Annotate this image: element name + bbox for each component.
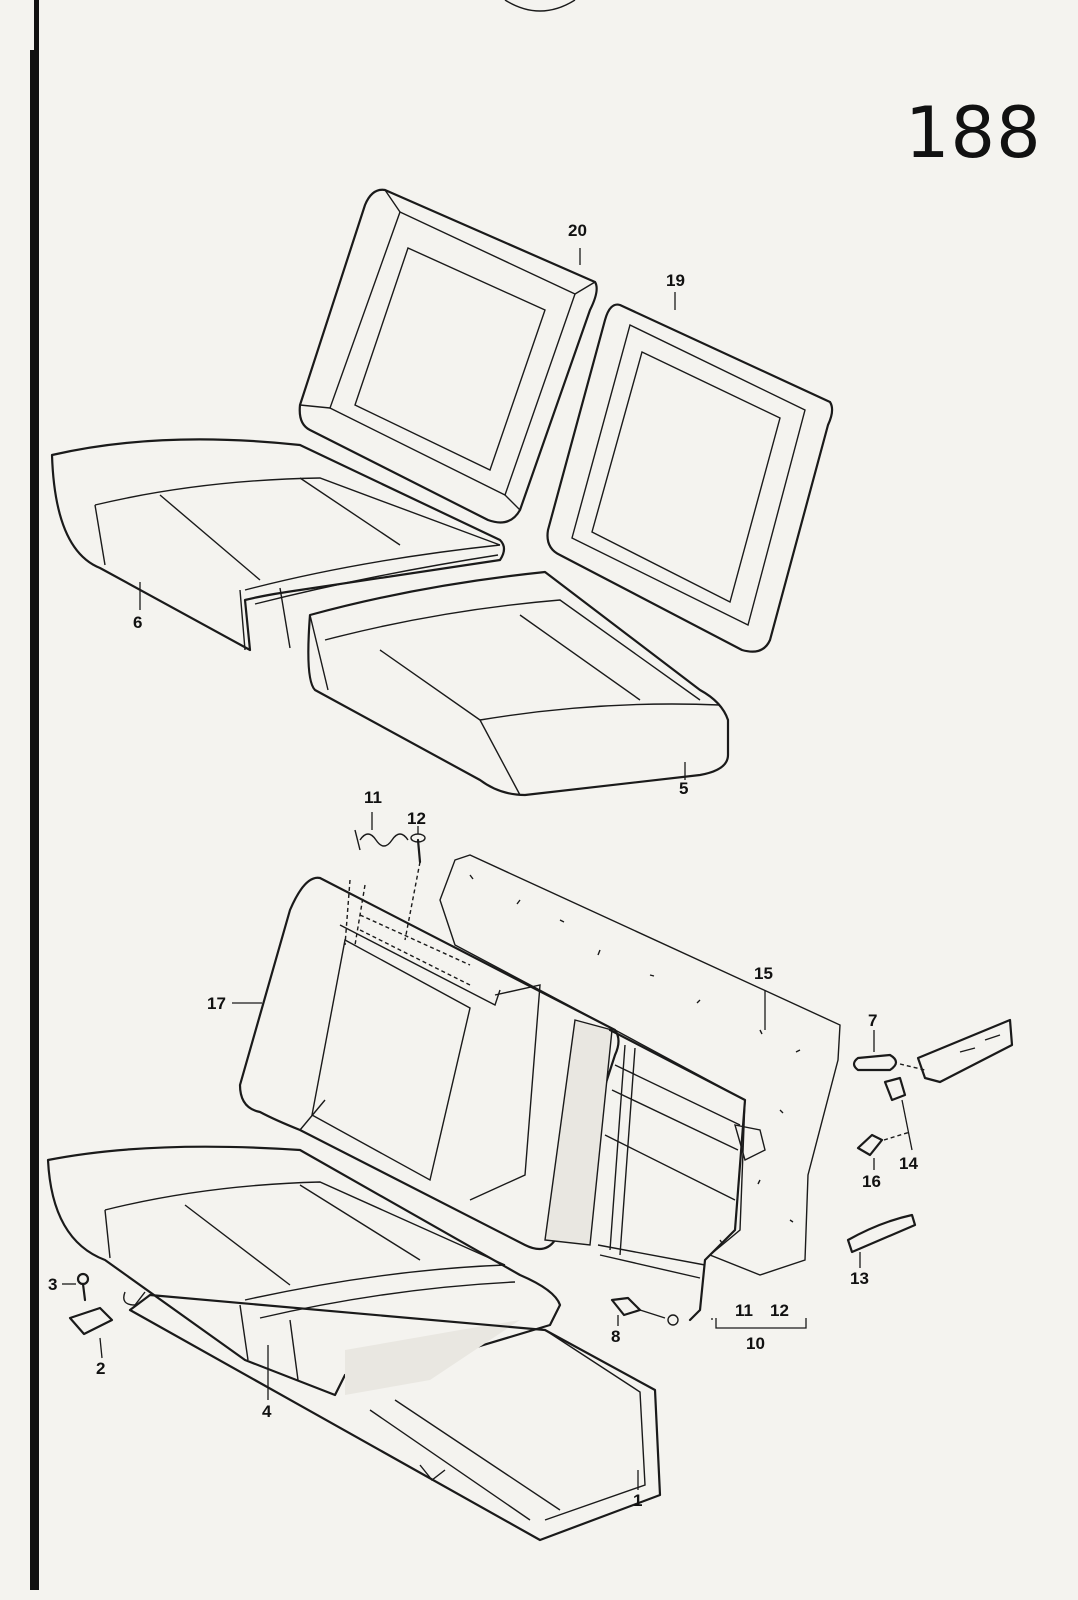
hinge-bracket	[734, 1124, 766, 1162]
callout-6: 6	[133, 613, 143, 632]
seat-cushion-foam	[46, 1145, 562, 1397]
frame-tab-left	[123, 1291, 146, 1306]
page-number: 188	[905, 92, 1042, 174]
callout-4: 4	[262, 1402, 272, 1421]
callout-16: 16	[862, 1172, 881, 1191]
backrest-cover-right	[546, 303, 834, 653]
seat-cushion-cover-right	[307, 570, 730, 797]
callout-15: 15	[754, 964, 773, 983]
callout-1: 1	[633, 1491, 643, 1510]
frame-tab-bottom	[419, 1464, 446, 1481]
callout-13: 13	[850, 1269, 869, 1288]
callout-20: 20	[568, 221, 587, 240]
callout-5: 5	[679, 779, 689, 798]
callout-10: 10	[746, 1334, 765, 1353]
callout-17: 17	[207, 994, 226, 1013]
insulation-panel	[439, 854, 841, 1276]
spring-and-screw-top	[354, 829, 426, 941]
callout-7: 7	[868, 1011, 878, 1030]
callout-12-top: 12	[407, 809, 426, 828]
bolt-and-clip	[610, 1296, 679, 1326]
callout-2: 2	[96, 1359, 106, 1378]
callout-12-bottom: 12	[770, 1301, 789, 1320]
callout-19: 19	[666, 271, 685, 290]
binding-edge	[30, 50, 39, 1590]
callout-3: 3	[48, 1275, 58, 1294]
trim-strip-13	[846, 1213, 917, 1254]
buffer-and-latch	[852, 1018, 1014, 1102]
leader-lines	[62, 248, 913, 1490]
backrest-cover-left	[298, 188, 598, 524]
screw-16	[856, 1131, 911, 1157]
backrest-frame	[597, 1028, 766, 1322]
seat-frame	[123, 1291, 662, 1542]
callout-14: 14	[899, 1154, 918, 1173]
top-edge-mark	[504, 0, 576, 12]
seat-cushion-cover-left	[50, 438, 506, 652]
backrest-pad	[238, 876, 620, 1251]
clip-and-screw	[68, 1272, 114, 1336]
binding-edge-top	[34, 0, 39, 60]
callout-11-top: 11	[364, 788, 382, 807]
callout-8: 8	[611, 1327, 621, 1346]
callout-11-bottom: 11	[735, 1301, 753, 1320]
